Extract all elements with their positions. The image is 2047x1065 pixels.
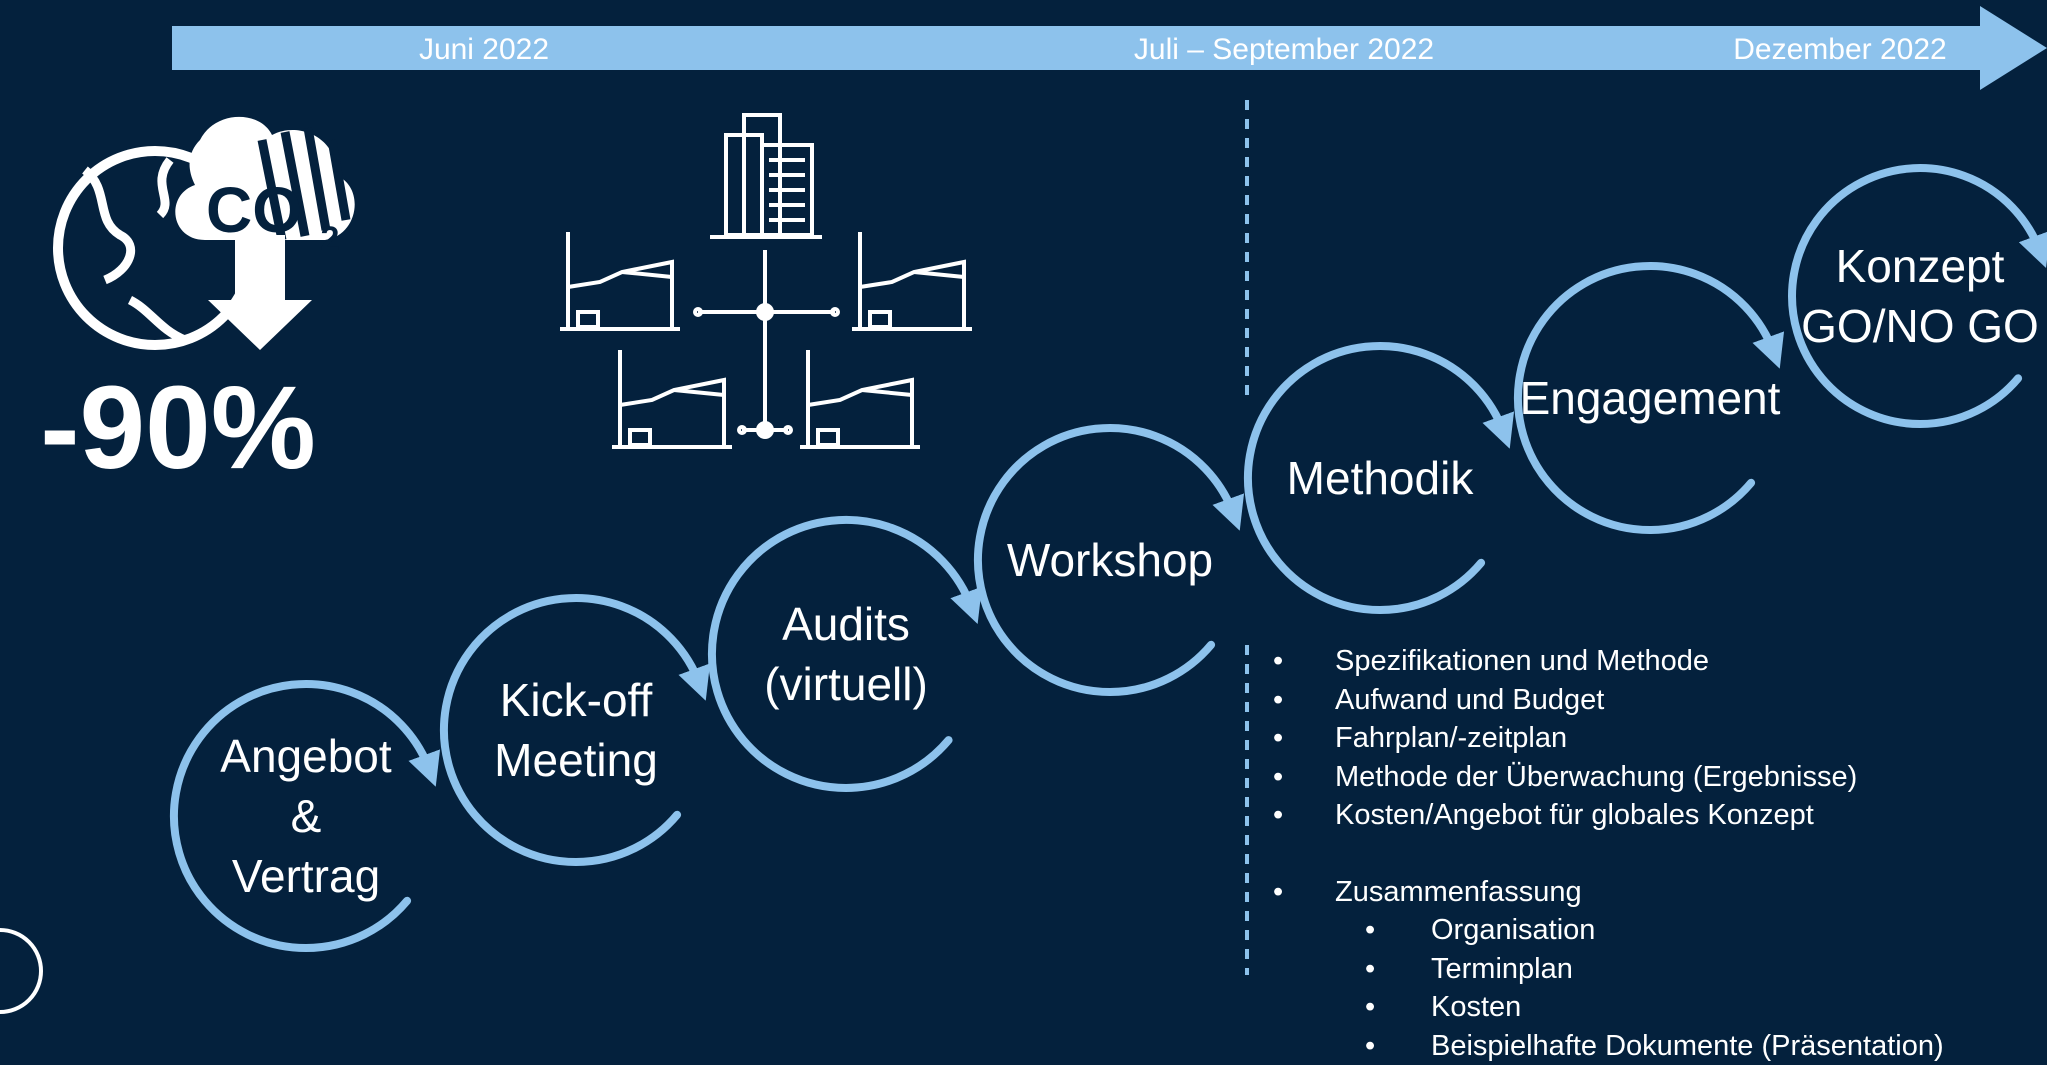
methodik-details: Spezifikationen und MethodeAufwand und B… (1265, 642, 2025, 1065)
step-label-6-line-1: Engagement (1520, 372, 1781, 424)
step-label-7-line-1: Konzept (1836, 240, 2005, 292)
step-label-3-line-1: Audits (782, 598, 910, 650)
step-label-1-line-3: Vertrag (232, 850, 380, 902)
co2-subscript: 2 (321, 220, 340, 258)
step-label-2-line-1: Kick-off (500, 674, 653, 726)
methodik-detail-list: Spezifikationen und MethodeAufwand und B… (1265, 642, 2025, 1065)
summary-subitem: Organisation (1265, 911, 2025, 950)
buildings-network-icon (560, 115, 972, 447)
globe-co2-cloud-icon: CO 2 (58, 117, 355, 350)
co2-text: CO (206, 174, 302, 246)
step-arc-7 (1792, 168, 2040, 424)
summary-subitem: Terminplan (1265, 950, 2025, 989)
step-label-1-line-2: & (291, 790, 322, 842)
detail-item: Kosten/Angebot für globales Konzept (1265, 796, 2025, 835)
step-arc-3 (712, 520, 972, 788)
step-label-2-line-2: Meeting (494, 734, 658, 786)
timeline-label-july-september: Juli – September 2022 (1134, 33, 1434, 66)
step-label-7-line-2: GO/NO GO (1801, 300, 2039, 352)
detail-item: Spezifikationen und Methode (1265, 642, 2025, 681)
timeline-label-june: Juni 2022 (419, 33, 549, 66)
reduction-label: -90% (40, 362, 315, 494)
decorative-ring (0, 930, 41, 1012)
detail-item: Methode der Überwachung (Ergebnisse) (1265, 758, 2025, 797)
step-label-4-line-1: Workshop (1007, 534, 1213, 586)
step-label-5-line-1: Methodik (1287, 452, 1475, 504)
step-label-1-line-1: Angebot (220, 730, 392, 782)
step-arc-2 (444, 598, 700, 862)
summary-subitem: Beispielhafte Dokumente (Präsentation) (1265, 1027, 2025, 1065)
detail-item: Aufwand und Budget (1265, 681, 2025, 720)
step-label-3-line-2: (virtuell) (764, 658, 928, 710)
summary-subitem: Kosten (1265, 988, 2025, 1027)
detail-item: Fahrplan/-zeitplan (1265, 719, 2025, 758)
timeline-label-december: Dezember 2022 (1733, 33, 1946, 66)
summary-item: Zusammenfassung (1265, 873, 2025, 912)
